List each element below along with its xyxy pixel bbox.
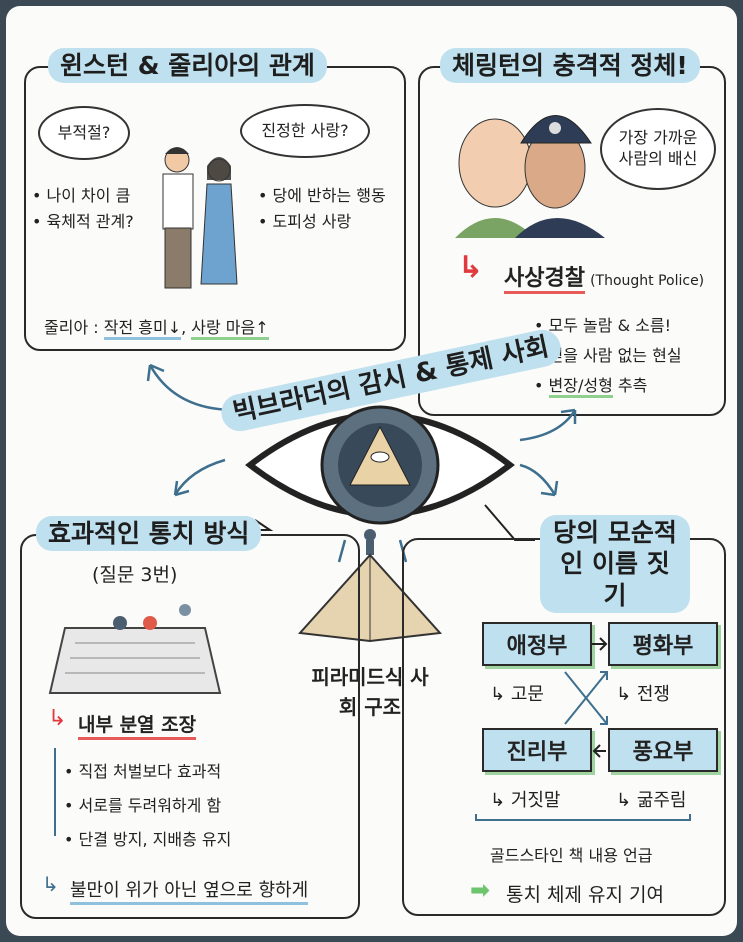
- eye-illustration: [245, 405, 515, 525]
- winston-julia-title: 윈스턴 & 줄리아의 관계: [48, 48, 327, 84]
- charrington-point: • 믿을 사람 없는 현실: [534, 346, 682, 365]
- governance-point: • 서로를 두려워하게 함: [64, 796, 222, 815]
- julia-summary: 줄리아 : 작전 흥미↓, 사랑 마음↑: [44, 314, 269, 340]
- governance-point: • 직접 처벌보다 효과적: [64, 762, 222, 781]
- bracket-line: [54, 748, 62, 836]
- red-arrow-icon: ↳: [48, 706, 67, 731]
- governance-conclusion: 불만이 위가 아닌 옆으로 향하게: [70, 876, 309, 905]
- ministry-peace: 평화부: [608, 622, 718, 666]
- thought-bubble: 가장 가까운 사람의 배신: [600, 108, 716, 190]
- ministry-meaning: ↳ 굶주림: [616, 790, 687, 811]
- thought-police: 사상경찰 (Thought Police): [504, 260, 704, 294]
- left-point: • 육체적 관계?: [32, 212, 134, 231]
- right-point: • 도피성 사랑: [258, 212, 352, 231]
- red-arrow-icon: ↳: [458, 250, 484, 285]
- goldstein-note: 골드스타인 책 내용 언급: [490, 846, 653, 865]
- ministry-love: 애정부: [482, 622, 592, 666]
- thought-bubble-right: 진정한 사랑?: [240, 104, 370, 158]
- maze-illustration: [48, 604, 222, 694]
- pyramid-illustration: [297, 529, 443, 643]
- pyramid-label: 피라미드식 사회 구조: [311, 665, 429, 719]
- charrington-face-illustration: [455, 115, 605, 238]
- governance-subtitle: (질문 3번): [92, 564, 178, 586]
- green-arrow-icon: ➡: [470, 876, 491, 904]
- right-point: • 당에 반하는 행동: [258, 186, 386, 205]
- naming-title: 당의 모순적인 이름 짓기: [540, 515, 690, 613]
- ministry-meaning: ↳ 고문: [490, 684, 544, 705]
- governance-point: • 단결 방지, 지배층 유지: [64, 830, 232, 849]
- thought-bubble-left: 부적절?: [38, 106, 130, 160]
- charrington-point: • 변장/성형 추측: [534, 372, 647, 398]
- ministry-truth: 진리부: [482, 728, 592, 772]
- governance-main: 내부 분열 조장: [78, 710, 197, 740]
- couple-illustration: [162, 147, 238, 289]
- blue-arrow-icon: ↳: [42, 872, 59, 896]
- ministry-meaning: ↳ 전쟁: [616, 684, 670, 705]
- naming-conclusion: 통치 체제 유지 기여: [506, 884, 664, 906]
- governance-title: 효과적인 통치 방식: [36, 516, 262, 552]
- charrington-point: • 모두 놀람 & 소름!: [534, 316, 671, 335]
- ministry-plenty: 풍요부: [608, 728, 718, 772]
- ministry-meaning: ↳ 거짓말: [490, 790, 561, 811]
- left-point: • 나이 차이 큼: [32, 186, 131, 205]
- charrington-title: 체링턴의 충격적 정체!: [440, 48, 700, 84]
